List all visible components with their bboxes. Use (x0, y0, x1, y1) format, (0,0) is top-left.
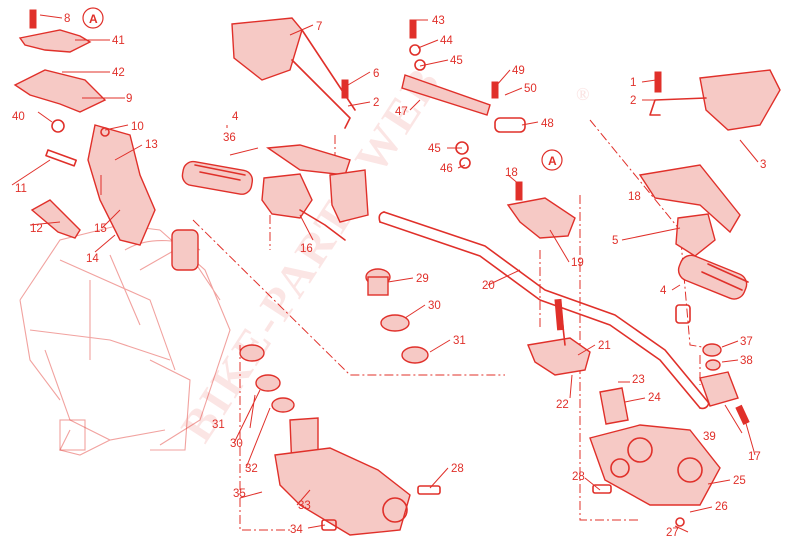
label-45b: 45 (428, 143, 441, 155)
label-34: 34 (290, 524, 303, 536)
right-risers (527, 299, 721, 527)
label-35: 35 (233, 488, 246, 500)
label-22: 22 (556, 399, 569, 411)
label-21: 21 (598, 340, 611, 352)
label-40: 40 (12, 111, 25, 123)
label-11: 11 (15, 183, 27, 195)
label-6: 6 (373, 68, 379, 80)
ref-a-label-mid: A (548, 154, 557, 168)
ref-a-circle-mid (541, 149, 563, 171)
label-1: 1 (630, 77, 636, 89)
label-47: 47 (395, 106, 408, 118)
label-45a: 45 (450, 55, 463, 67)
label-43: 43 (432, 15, 445, 27)
label-2a: 2 (373, 97, 379, 109)
label-18b: 18 (628, 191, 641, 203)
right-controls (638, 164, 749, 407)
label-32: 32 (245, 463, 258, 475)
label-10: 10 (131, 121, 144, 133)
steering-stem (171, 229, 441, 536)
label-12: 12 (30, 223, 43, 235)
label-14: 14 (86, 253, 99, 265)
label-8: 8 (64, 13, 70, 25)
label-30a: 30 (428, 300, 441, 312)
label-36: 36 (223, 132, 236, 144)
reference-callouts: A A (82, 7, 563, 171)
label-20: 20 (482, 280, 495, 292)
label-26: 26 (715, 501, 728, 513)
label-50: 50 (524, 83, 537, 95)
right-mirror (649, 69, 781, 131)
label-3: 3 (760, 159, 766, 171)
label-27: 27 (666, 527, 679, 539)
watermark-registered-mark: ® (576, 84, 592, 104)
ref-a-circle-top (82, 7, 104, 29)
handlebar (378, 211, 710, 410)
label-4a: 4 (232, 111, 239, 123)
label-46: 46 (440, 163, 453, 175)
label-39: 39 (703, 431, 716, 443)
part-number-labels: 8 41 42 9 40 10 13 11 15 12 14 7 6 2 4 3… (12, 13, 766, 539)
left-grip (181, 144, 369, 241)
label-31a: 31 (453, 335, 466, 347)
label-23: 23 (632, 374, 645, 386)
center-bracket (401, 44, 576, 239)
label-48: 48 (541, 118, 554, 130)
label-31b: 31 (212, 419, 225, 431)
left-lever-group (13, 29, 156, 246)
label-25: 25 (733, 475, 746, 487)
label-5: 5 (612, 235, 618, 247)
label-33: 33 (298, 500, 311, 512)
label-2b: 2 (630, 95, 636, 107)
ref-a-label-top: A (89, 12, 98, 26)
label-29: 29 (416, 273, 429, 285)
label-19: 19 (571, 257, 584, 269)
label-28: 28 (451, 463, 464, 475)
leader-lines (11, 14, 759, 533)
label-24: 24 (648, 392, 661, 404)
label-44: 44 (440, 35, 453, 47)
label-7: 7 (316, 21, 322, 33)
label-30b: 30 (230, 438, 243, 450)
label-17: 17 (748, 451, 761, 463)
label-38: 38 (740, 355, 753, 367)
label-41: 41 (112, 35, 125, 47)
bolts (29, 9, 750, 425)
label-16: 16 (300, 243, 313, 255)
label-15: 15 (94, 223, 107, 235)
label-18: 18 (505, 167, 518, 179)
label-4b: 4 (660, 285, 667, 297)
label-28b: 28 (572, 471, 585, 483)
label-37: 37 (740, 336, 753, 348)
label-49: 49 (512, 65, 525, 77)
label-13: 13 (145, 139, 158, 151)
left-mirror (231, 17, 356, 129)
label-42: 42 (112, 67, 125, 79)
label-9: 9 (126, 93, 132, 105)
